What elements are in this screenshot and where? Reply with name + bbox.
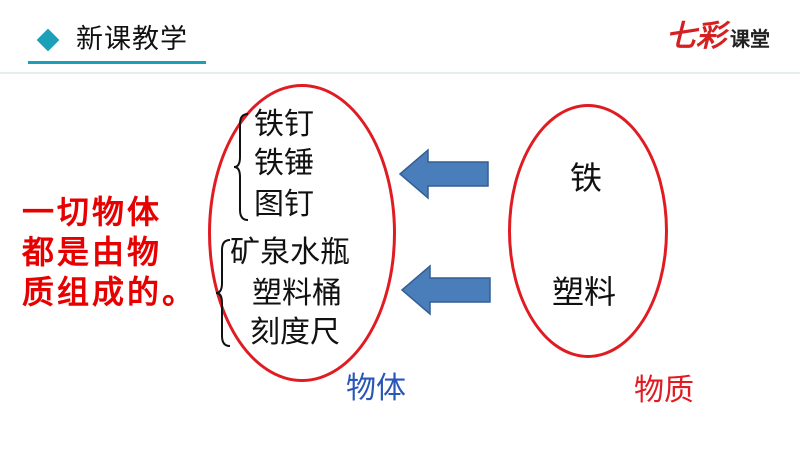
conclusion-line-3: 质组成的。 — [22, 273, 198, 311]
materials-oval — [508, 104, 668, 358]
header-divider — [0, 72, 800, 74]
brace-plastic-group — [215, 239, 231, 347]
object-thumbtack: 图钉 — [254, 187, 314, 222]
object-iron-hammer: 铁锤 — [254, 146, 314, 181]
object-ruler: 刻度尺 — [250, 315, 340, 350]
logo-text: 课堂 — [730, 27, 770, 51]
brand-logo: 七彩 课堂 — [666, 16, 782, 60]
title-underline — [28, 61, 206, 64]
brace-iron-group — [233, 113, 249, 221]
object-plastic-bucket: 塑料桶 — [252, 276, 342, 311]
arrow-iron — [398, 148, 489, 200]
conclusion-line-1: 一切物体 — [22, 193, 163, 231]
conclusion-line-2: 都是由物 — [22, 233, 163, 271]
material-iron: 铁 — [570, 159, 603, 197]
arrow-plastic — [400, 264, 491, 316]
object-iron-nail: 铁钉 — [254, 107, 314, 142]
object-water-bottle: 矿泉水瓶 — [230, 235, 350, 270]
logo-mark: 七彩 — [666, 19, 726, 54]
header: 新课教学 七彩 课堂 — [0, 0, 800, 80]
objects-oval — [208, 84, 396, 382]
material-plastic: 塑料 — [552, 273, 617, 311]
conclusion-text: 一切物体 都是由物 质组成的。 — [22, 192, 197, 312]
objects-label: 物体 — [346, 371, 406, 406]
materials-label: 物质 — [634, 373, 694, 408]
diamond-icon — [36, 28, 60, 52]
section-title: 新课教学 — [76, 24, 188, 55]
